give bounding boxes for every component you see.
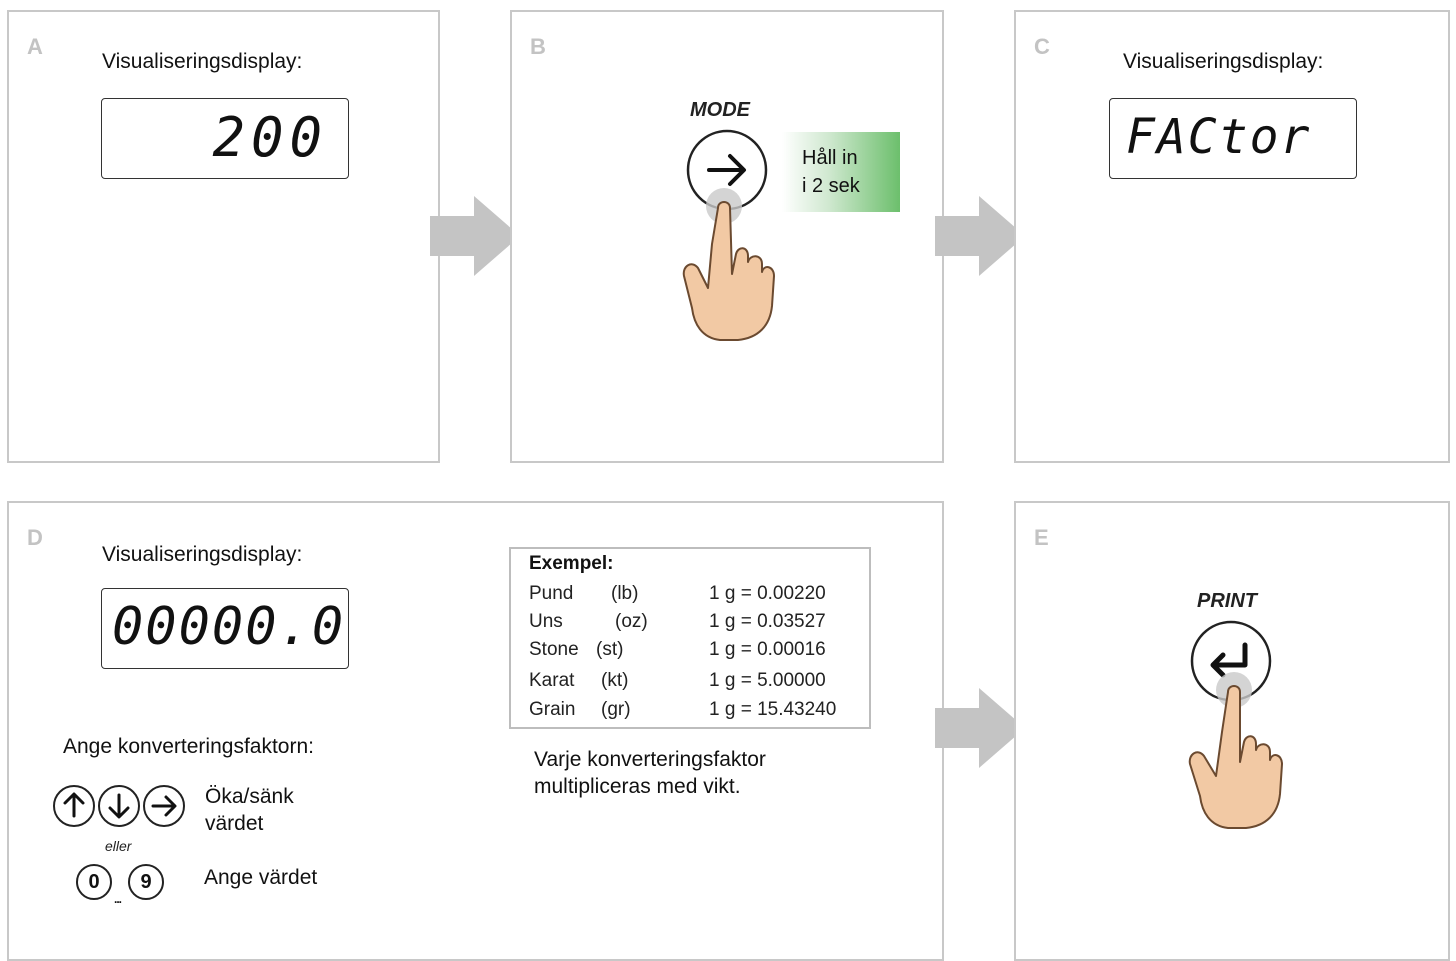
lcd-text-c: FACtor — [1126, 109, 1312, 165]
step-arrow-icon — [935, 688, 1025, 768]
example-row-name: Karat — [529, 670, 575, 691]
display-caption-c: Visualiseringsdisplay: — [1123, 50, 1324, 73]
step-arrow-icon — [935, 196, 1025, 276]
hold-text-line2: i 2 sek — [802, 175, 860, 197]
down-arrow-icon — [98, 785, 140, 827]
mode-key-label: MODE — [690, 99, 750, 121]
display-caption-a: Visualiseringsdisplay: — [102, 50, 303, 73]
lcd-display-a: 200 — [101, 98, 349, 179]
lcd-display-c: FACtor — [1109, 98, 1357, 179]
or-text: eller — [105, 838, 132, 854]
example-row-unit: (oz) — [615, 611, 648, 632]
example-row-name: Pund — [529, 583, 574, 604]
digit-key-0: 0 — [76, 864, 112, 900]
step-letter-a: A — [27, 34, 43, 59]
lcd-text-a: 200 — [212, 106, 328, 169]
example-row-name: Uns — [529, 611, 563, 632]
lcd-display-d: 00000.0 — [101, 588, 349, 669]
note-line2: multipliceras med vikt. — [534, 775, 741, 798]
example-row-unit: (st) — [596, 639, 624, 660]
digit-key-9: 9 — [128, 864, 164, 900]
example-row-name: Stone — [529, 639, 579, 660]
right-arrow-icon — [707, 154, 746, 186]
step-letter-e: E — [1034, 525, 1049, 550]
example-row-value: 1 g = 0.00016 — [709, 639, 826, 660]
right-arrow-icon — [143, 785, 185, 827]
example-row-name: Grain — [529, 699, 576, 720]
example-row-value: 1 g = 0.00220 — [709, 583, 826, 604]
example-row-value: 1 g = 5.00000 — [709, 670, 826, 691]
hold-instruction: Håll in i 2 sek — [782, 132, 900, 212]
enter-arrow-icon — [1210, 642, 1248, 678]
print-key-label: PRINT — [1197, 590, 1257, 612]
example-table: Exempel: Pund (lb) 1 g = 0.00220 Uns (oz… — [509, 547, 871, 729]
step-letter-c: C — [1034, 34, 1050, 59]
example-title: Exempel: — [529, 553, 614, 574]
digits-ellipsis: ... — [114, 892, 122, 906]
step-panel-a: A Visualiseringsdisplay: 200 — [7, 10, 440, 463]
instruction-text: Ange konverteringsfaktorn: — [63, 735, 314, 758]
example-row-unit: (lb) — [611, 583, 639, 604]
example-row-unit: (kt) — [601, 670, 629, 691]
hold-text-line1: Håll in — [802, 147, 858, 169]
hand-icon — [1188, 672, 1283, 829]
up-arrow-icon — [53, 785, 95, 827]
arrows-text-line2: värdet — [205, 812, 264, 835]
step-letter-d: D — [27, 525, 43, 550]
arrows-text-line1: Öka/sänk — [205, 785, 294, 808]
example-row-value: 1 g = 0.03527 — [709, 611, 826, 632]
arrow-keys — [53, 785, 185, 827]
example-row-unit: (gr) — [601, 699, 631, 720]
hand-icon — [682, 188, 775, 341]
lcd-text-d: 00000.0 — [112, 597, 346, 657]
example-row-value: 1 g = 15.43240 — [709, 699, 837, 720]
note-line1: Varje konverteringsfaktor — [534, 748, 766, 771]
step-arrow-icon — [430, 196, 520, 276]
step-letter-b: B — [530, 34, 546, 59]
step-panel-c: C Visualiseringsdisplay: FACtor — [1014, 10, 1450, 463]
digits-text: Ange värdet — [204, 866, 318, 889]
display-caption-d: Visualiseringsdisplay: — [102, 543, 303, 566]
